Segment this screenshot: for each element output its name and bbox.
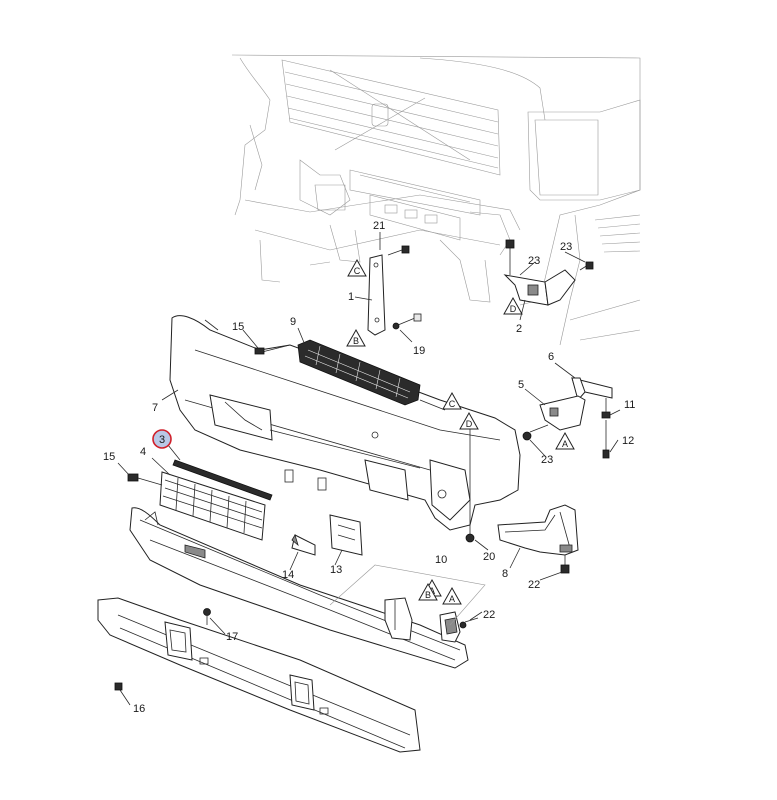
- ref-triangle-b-bottom: B: [418, 582, 438, 601]
- ref-triangle-d-mid: D: [459, 411, 479, 430]
- label-part-9: 9: [290, 316, 296, 328]
- label-part-10: 10: [435, 554, 447, 566]
- label-part-8: 8: [502, 568, 508, 580]
- part-9-upper-grille: [297, 339, 421, 406]
- highlight-part-3[interactable]: 3: [152, 429, 172, 449]
- part-15-bolt-lower: [127, 473, 163, 486]
- part-21-bolt: [387, 245, 410, 256]
- ref-triangle-d-top: D: [503, 296, 523, 315]
- label-part-21: 21: [373, 220, 385, 232]
- label-part-16: 16: [133, 703, 145, 715]
- part-3-strip: [172, 459, 273, 501]
- svg-text:D: D: [466, 419, 473, 429]
- part-5-bracket: [522, 395, 586, 441]
- part-10-spoiler: [129, 507, 469, 669]
- label-part-15-upper: 15: [232, 321, 244, 333]
- label-part-19: 19: [413, 345, 425, 357]
- part-10-leader-box: [329, 564, 486, 626]
- part-2-bracket: [503, 239, 594, 306]
- part-16-bolt: [114, 682, 123, 691]
- highlight-ring: [152, 429, 172, 449]
- label-part-3: 3: [159, 434, 165, 446]
- svg-text:B: B: [425, 590, 431, 600]
- part-number-labels: 1 2 4 5 6 7 8 9 10 11 12 13 14 15 15 16 …: [103, 220, 635, 715]
- part-16-beam: [97, 597, 421, 753]
- label-part-14: 14: [282, 569, 294, 581]
- label-part-22-right: 22: [528, 579, 540, 591]
- svg-text:A: A: [449, 594, 455, 604]
- label-part-23-top: 23: [528, 255, 540, 267]
- part-13: [329, 514, 363, 556]
- part-19-bolt: [392, 313, 422, 330]
- label-part-7: 7: [152, 402, 158, 414]
- label-part-2: 2: [516, 323, 522, 335]
- ref-triangle-c-mid: C: [442, 391, 462, 410]
- label-part-4: 4: [140, 446, 146, 458]
- ref-triangle-b-top: B: [346, 328, 366, 347]
- leader-lines: [117, 232, 621, 706]
- svg-text:D: D: [510, 304, 517, 314]
- part-1-bracket: [367, 254, 386, 336]
- part-8-corner: [497, 504, 579, 574]
- part-14: [291, 534, 316, 556]
- part-6-bracket: [571, 377, 613, 402]
- label-part-5: 5: [518, 379, 524, 391]
- label-part-12: 12: [622, 435, 634, 447]
- label-part-1: 1: [348, 291, 354, 303]
- label-part-23-right: 23: [560, 241, 572, 253]
- label-part-11: 11: [624, 399, 635, 411]
- part-11-12-bolt: [601, 398, 611, 459]
- part-15-bolt-upper: [254, 344, 291, 355]
- svg-text:C: C: [354, 266, 361, 276]
- label-part-15-lower: 15: [103, 451, 115, 463]
- part-17-bolt: [203, 608, 211, 625]
- ref-triangle-a-mid: A: [555, 431, 575, 450]
- label-part-6: 6: [548, 351, 554, 363]
- ref-triangle-c-top: C: [347, 258, 367, 277]
- label-part-13: 13: [330, 564, 342, 576]
- label-part-22-bottom: 22: [483, 609, 495, 621]
- label-part-23-mid: 23: [541, 454, 553, 466]
- truck-cab-outline: [231, 54, 641, 346]
- svg-text:A: A: [562, 439, 568, 449]
- svg-text:B: B: [353, 336, 359, 346]
- part-4-lower-grille: [159, 471, 266, 541]
- label-part-17: 17: [226, 631, 238, 643]
- ref-triangle-a-bottom: A: [442, 586, 462, 605]
- part-7-bumper-shell: [169, 315, 521, 531]
- label-part-20: 20: [483, 551, 495, 563]
- svg-text:C: C: [449, 399, 456, 409]
- part-20-nut: [465, 425, 475, 543]
